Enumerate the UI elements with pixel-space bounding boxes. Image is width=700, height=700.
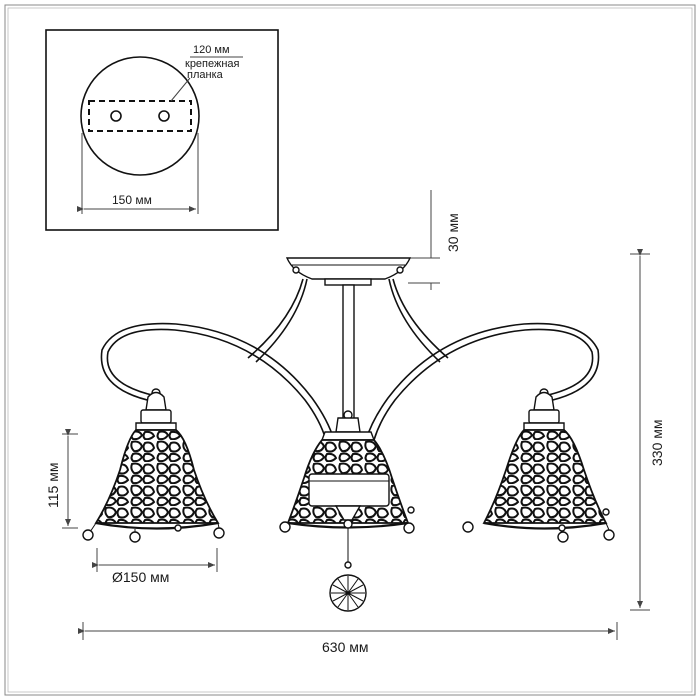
- left-arm: [106, 328, 327, 441]
- shade-height-dimension: 115 мм: [45, 429, 78, 529]
- mounting-plate-inset: 120 мм крепежная планка 150 мм: [45, 29, 279, 231]
- left-drops: [82, 522, 225, 543]
- chandelier: [82, 257, 615, 612]
- canopy-height-dimension: 30 мм: [408, 190, 461, 290]
- rail-length-label: 120 мм: [193, 44, 230, 56]
- ceiling-base-circle: [80, 56, 200, 176]
- shade-diameter-label: Ø150 мм: [112, 569, 169, 585]
- shade-diameter-dimension: Ø150 мм: [92, 548, 218, 585]
- shade-height-label: 115 мм: [45, 463, 61, 508]
- rail-label-line2: планка: [187, 69, 224, 81]
- right-shade: [482, 388, 608, 530]
- total-width-dimension: 630 мм: [78, 622, 618, 655]
- right-arm: [373, 328, 594, 441]
- base-diameter-label: 150 мм: [112, 193, 152, 207]
- rail-hole-right: [158, 110, 170, 122]
- outer-frame-inner: [7, 7, 693, 693]
- left-shade: [94, 388, 220, 530]
- center-collar: [308, 473, 390, 507]
- rail-label-line1: крепежная: [185, 58, 240, 70]
- canopy-height-label: 30 мм: [445, 213, 461, 252]
- outer-frame: [4, 4, 696, 696]
- right-drops: [462, 508, 615, 543]
- rail-hole-left: [110, 110, 122, 122]
- center-drops: [279, 506, 415, 612]
- total-width-label: 630 мм: [322, 639, 369, 655]
- total-height-dimension: 330 мм: [630, 249, 665, 611]
- canopy: [285, 257, 412, 280]
- total-height-label: 330 мм: [649, 420, 665, 467]
- mounting-rail: [88, 100, 192, 132]
- center-shade: [286, 410, 410, 529]
